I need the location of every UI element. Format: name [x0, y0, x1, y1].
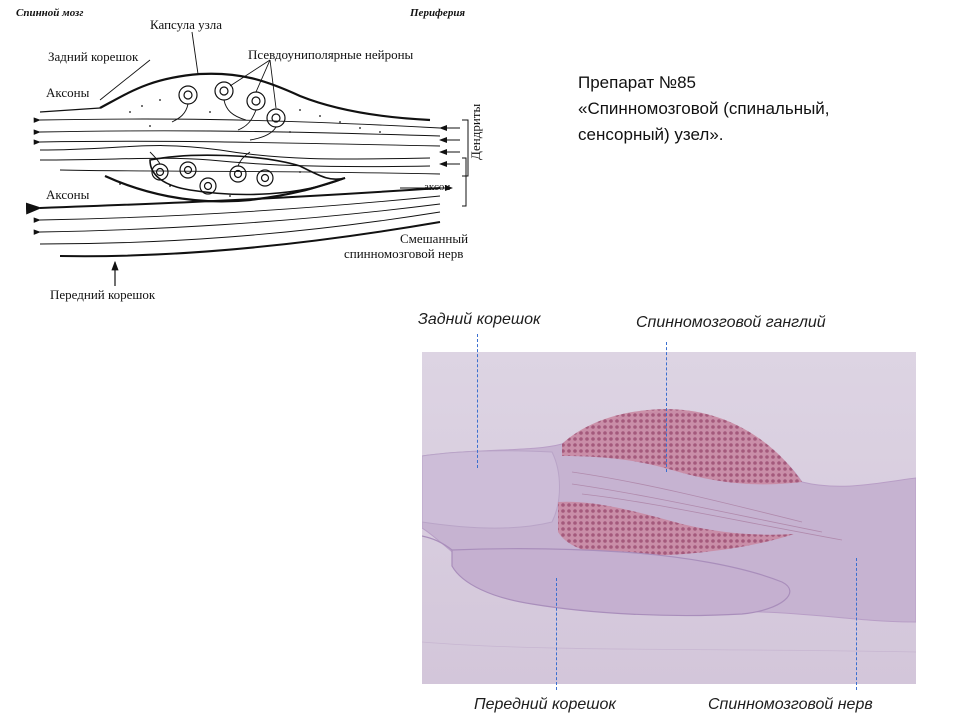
periphery-label: Периферия — [410, 7, 466, 19]
micro-ganglion-label: Спинномозговой ганглий — [636, 314, 826, 331]
dorsal-root-leader — [477, 334, 478, 468]
dorsal-root-label: Задний корешок — [48, 49, 139, 64]
specimen-title: Препарат №85 «Спинномозговой (спинальный… — [578, 70, 938, 148]
specimen-name-line2: сенсорный) узел». — [578, 125, 724, 144]
pseudounipolar-neurons-label: Псевдоуниполярные нейроны — [248, 47, 414, 62]
micro-dorsal-root-label: Задний корешок — [418, 311, 541, 328]
axons-bottom-label: Аксоны — [46, 187, 90, 202]
axons-top-label: Аксоны — [46, 85, 90, 100]
ventral-root-leader — [556, 578, 557, 690]
specimen-number: Препарат №85 — [578, 73, 696, 92]
spinal-cord-label: Спинной мозг — [16, 7, 84, 19]
ganglion-schematic: Спинной мозг Периферия Капсула узла Задн… — [0, 0, 500, 310]
specimen-name-line1: «Спинномозговой (спинальный, — [578, 99, 830, 118]
mixed-nerve-label-line1: Смешанный — [400, 231, 469, 246]
schematic-drawing — [25, 31, 469, 286]
spinal-nerve-leader — [856, 558, 857, 690]
micro-spinal-nerve-label: Спинномозговой нерв — [708, 696, 873, 713]
ventral-root-label: Передний корешок — [50, 287, 156, 302]
axon-label: аксон — [424, 181, 451, 193]
dendrites-label: Дендриты — [468, 103, 483, 160]
micro-ventral-root-label: Передний корешок — [474, 696, 616, 713]
ganglion-leader — [666, 342, 667, 472]
mixed-nerve-label-line2: спинномозговой нерв — [344, 246, 464, 261]
ganglion-micrograph — [422, 334, 916, 690]
micrograph-image — [422, 352, 916, 684]
capsule-label: Капсула узла — [150, 17, 222, 32]
